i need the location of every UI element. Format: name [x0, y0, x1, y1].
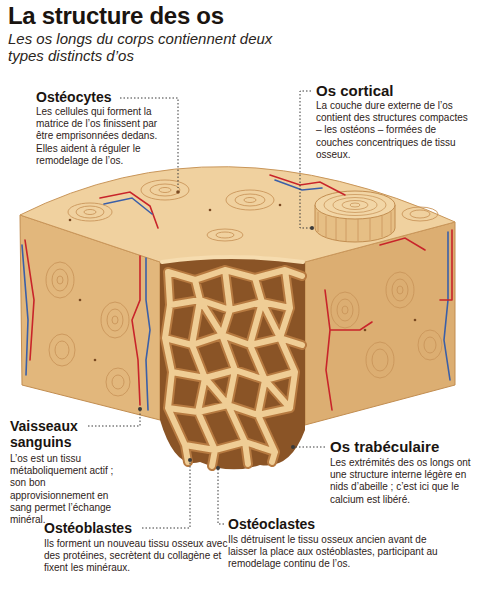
callout-text: Ils forment un nouveau tissu osseux avec…	[44, 538, 229, 575]
blood-vessels	[22, 175, 452, 410]
callout-heading: Os cortical	[316, 82, 476, 99]
bone-top-face	[20, 167, 455, 262]
callout-heading: Ostéoclastes	[228, 516, 348, 532]
trabecular-cavity	[160, 256, 305, 469]
callout-text: Les cellules qui forment la matrice de l…	[36, 106, 171, 167]
leader-lines	[88, 91, 325, 528]
callout-heading: Ostéoblastes	[44, 520, 144, 536]
leader-ends	[138, 226, 314, 470]
osteon-cylinder	[315, 191, 395, 242]
callout-text: Les extrémités des os longs ont une stru…	[330, 457, 480, 506]
title: La structure des os	[8, 2, 328, 31]
osteon-rings	[46, 180, 442, 396]
osteocyte-dots	[69, 190, 417, 361]
callout-heading: Ostéocytes	[36, 89, 136, 105]
callout-text: L’os est un tissu métaboliquement actif …	[10, 453, 128, 526]
callout-text: Ils détruisent le tissu osseux ancien av…	[228, 534, 443, 571]
trabecular-mesh	[162, 257, 303, 466]
callout-heading: Os trabéculaire	[330, 438, 480, 455]
subtitle: Les os longs du corps contiennent deux t…	[8, 30, 278, 65]
callout-text: La couche dure externe de l’os contient …	[316, 100, 474, 161]
callout-heading: Vaisseaux sanguins	[10, 418, 110, 450]
